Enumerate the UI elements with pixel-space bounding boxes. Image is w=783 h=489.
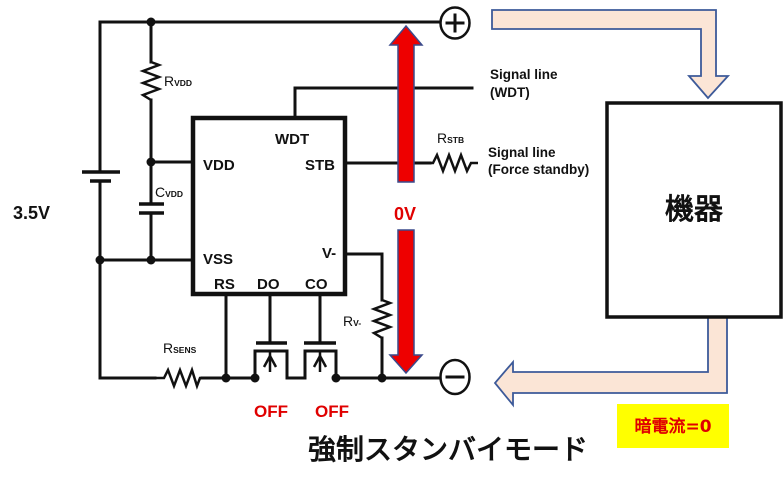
pin-vdd-label: VDD: [203, 157, 235, 174]
pin-v-minus-label: V-: [322, 245, 336, 262]
junction-dot: [221, 373, 231, 383]
voltage-arrow-down-icon: [388, 229, 424, 375]
rstb-label-symbol: R: [437, 130, 447, 146]
pin-wdt-label: WDT: [275, 131, 309, 148]
resistor-rvdd-icon: [139, 60, 163, 102]
signal-force-standby-label: Signal line (Force standby): [488, 145, 589, 177]
left-rail-lower-wire: [98, 179, 157, 380]
resistor-rstb-icon: [428, 151, 478, 175]
dark-current-label: 暗電流=0: [634, 416, 711, 437]
pin-rs-label: RS: [214, 276, 235, 293]
cvdd-label-symbol: C: [155, 184, 165, 200]
rsens-label-symbol: R: [163, 340, 173, 356]
pin-co-label: CO: [305, 276, 328, 293]
battery-icon: [82, 170, 120, 183]
junction-dot: [146, 157, 156, 167]
signal-wdt-line2: (WDT): [490, 85, 530, 100]
rvdd-label: RVDD: [164, 73, 192, 89]
rsens-label: RSENS: [163, 340, 197, 356]
rstb-label: RSTB: [437, 130, 464, 146]
signal-wdt-line1: Signal line: [490, 67, 558, 82]
cvdd-label-subscript: VDD: [165, 189, 183, 199]
fet-do-state: OFF: [254, 402, 288, 421]
capacitor-cvdd-icon: [139, 202, 164, 215]
mode-title: 強制スタンバイモード: [308, 433, 588, 466]
rv-minus-label-symbol: R: [343, 313, 353, 329]
pin-stb-label: STB: [305, 157, 335, 174]
rv-minus-label: RV-: [343, 313, 361, 329]
pin-do-label: DO: [257, 276, 280, 293]
plus-terminal-icon: [439, 6, 471, 40]
device-box: [605, 101, 783, 319]
signal-force-standby-line1: Signal line: [488, 145, 556, 160]
protection-ic: WDT VDD STB VSS V- RS DO CO: [190, 115, 348, 297]
minus-terminal-icon: [439, 358, 471, 396]
resistor-rsens-icon: [155, 366, 204, 390]
mosfet-do-icon: [253, 341, 307, 380]
voltage-indicator-label: 0V: [394, 204, 416, 224]
wdt-signal-wire: [293, 86, 474, 120]
signal-wdt-label: Signal line (WDT): [490, 67, 561, 100]
junction-dot: [377, 373, 387, 383]
rv-minus-label-subscript: V-: [353, 318, 361, 328]
cvdd-label: CVDD: [155, 184, 183, 200]
fet-co-state: OFF: [315, 402, 349, 421]
junction-dot: [146, 255, 156, 265]
resistor-rv-minus-icon: [370, 298, 394, 340]
top-rail-wire: [98, 20, 442, 174]
rsens-label-subscript: SENS: [173, 345, 196, 355]
voltage-arrow-up-icon: [388, 24, 424, 183]
current-flow-arrow-out-icon: [493, 316, 728, 408]
wiring: [98, 20, 474, 380]
pin-vss-label: VSS: [203, 251, 233, 268]
device-label: 機器: [665, 192, 724, 226]
mosfet-co-icon: [303, 341, 338, 380]
battery-voltage-label: 3.5V: [13, 203, 50, 223]
rvdd-label-subscript: VDD: [174, 78, 192, 88]
junction-dot: [95, 255, 105, 265]
junction-dot: [146, 17, 156, 27]
signal-force-standby-line2: (Force standby): [488, 162, 589, 177]
v-minus-wire: [343, 252, 384, 302]
rstb-label-subscript: STB: [447, 135, 464, 145]
dark-current-badge: [617, 404, 729, 448]
current-flow-arrow-in-icon: [491, 9, 731, 100]
rvdd-label-symbol: R: [164, 73, 174, 89]
ic-body: [190, 115, 348, 297]
